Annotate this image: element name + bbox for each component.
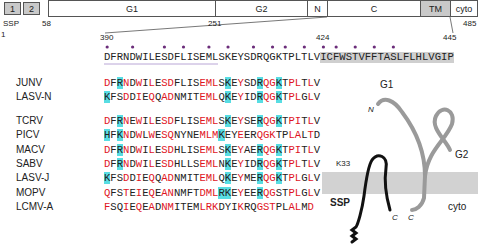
residue-dot [303, 45, 306, 48]
domain-label: G1 [126, 4, 138, 14]
residue-dot [182, 45, 185, 48]
domain-label: G2 [255, 4, 267, 14]
zoom-line [105, 17, 327, 33]
aligned-sequence: KFSDDIEQQADNMITEMLQKEYIDRQGKTPLGLV [104, 92, 320, 103]
underline [104, 64, 218, 65]
domain-box: C [327, 0, 421, 17]
aligned-sequence: DFRNEWILESDFLISEMLSKEYSERQGKTPITLV [104, 116, 320, 127]
residue-dot [207, 45, 210, 48]
ssp-segment: 1 [4, 2, 21, 15]
domain-box: G1 [48, 0, 216, 17]
virus-name: SABV [16, 159, 43, 169]
aligned-sequence: KFSDDIEQQADNMITEMLQKEYMERQGKTPLGLV [104, 173, 320, 184]
ssp-label: SSP [330, 198, 350, 208]
position-number: 445 [443, 34, 456, 42]
membrane [322, 172, 478, 194]
ssp-label: SSP [3, 20, 19, 28]
virus-name: LCMV-A [16, 202, 53, 212]
residue-dot [271, 45, 274, 48]
domain-box: G2 [215, 0, 308, 17]
domain-label: N [314, 4, 321, 14]
terminus-label: C [408, 214, 414, 222]
tm-segment: TM [420, 0, 451, 17]
residue-dot [131, 45, 134, 48]
virus-name: MACV [16, 145, 45, 155]
domain-label: TM [429, 4, 442, 14]
aligned-sequence: DFRNDWILESDHLLSEMLNKEYIDRQGKTPLTLV [104, 159, 320, 170]
domain-box: N [307, 0, 328, 17]
g2-chain [425, 110, 453, 176]
position-number: 390 [100, 34, 113, 42]
virus-name: TCRV [16, 116, 43, 126]
domain-label: C [371, 4, 378, 14]
residue-dot [354, 45, 357, 48]
residue-dot [106, 45, 109, 48]
aligned-sequence: HFKNDWLWESQNYNEMLMKEYEERQGKTPLALTD [104, 130, 320, 141]
virus-name: PICV [16, 130, 39, 140]
domain-box: cyto [450, 0, 478, 17]
aligned-sequence: DFRNDWILESDFLISEMLSKEYSDRQGKTPLTLV [104, 78, 320, 89]
residue-dot [163, 45, 166, 48]
aligned-sequence: DFRNDWILESDHLISEMLSKEYAERQGKTPITLV [104, 145, 320, 156]
tm-sequence: ICFWSTVFFTASLFLHLVGIP [320, 52, 454, 63]
position-number: 1 [1, 31, 5, 39]
residue-dot [392, 45, 395, 48]
residue-dot [252, 45, 255, 48]
g1-label: G1 [380, 80, 393, 90]
domain-label: 1 [10, 4, 15, 14]
zoom-line [450, 17, 453, 33]
residue-dot [322, 45, 325, 48]
position-number: 424 [316, 34, 329, 42]
residue-label: K33 [336, 160, 350, 168]
cyto-label: cyto [448, 202, 466, 212]
residue-dot [373, 45, 376, 48]
cyto-tail [412, 176, 425, 210]
aligned-sequence: QFSTEIEQEANNMFTDMLRKEYEERQGSTPLGLV [104, 188, 320, 199]
ssp-chain [352, 156, 390, 242]
virus-name: LASV-J [16, 173, 49, 183]
virus-name: LASV-N [16, 92, 52, 102]
position-number: 485 [463, 20, 476, 28]
residue-dot [284, 45, 287, 48]
position-number: 251 [208, 20, 221, 28]
position-number: 58 [42, 20, 51, 28]
virus-name: MOPV [16, 188, 45, 198]
domain-label: cyto [456, 4, 473, 14]
terminus-label: C [392, 214, 398, 222]
virus-name: JUNV [16, 78, 42, 88]
aligned-sequence: FSQIEQEADNMITEMLRKDYIKRQGSTPLALMD [104, 202, 314, 213]
domain-label: 2 [29, 4, 34, 14]
residue-dots [106, 45, 395, 48]
terminus-label: N [368, 106, 374, 114]
residue-dot [335, 45, 338, 48]
sequence: DFRNDWILESDFLISEMLSKEYSDRQGKTPLTLV [104, 52, 320, 63]
residue-dot [226, 45, 229, 48]
ssp-segment: 2 [23, 2, 40, 15]
g2-label: G2 [455, 150, 468, 160]
